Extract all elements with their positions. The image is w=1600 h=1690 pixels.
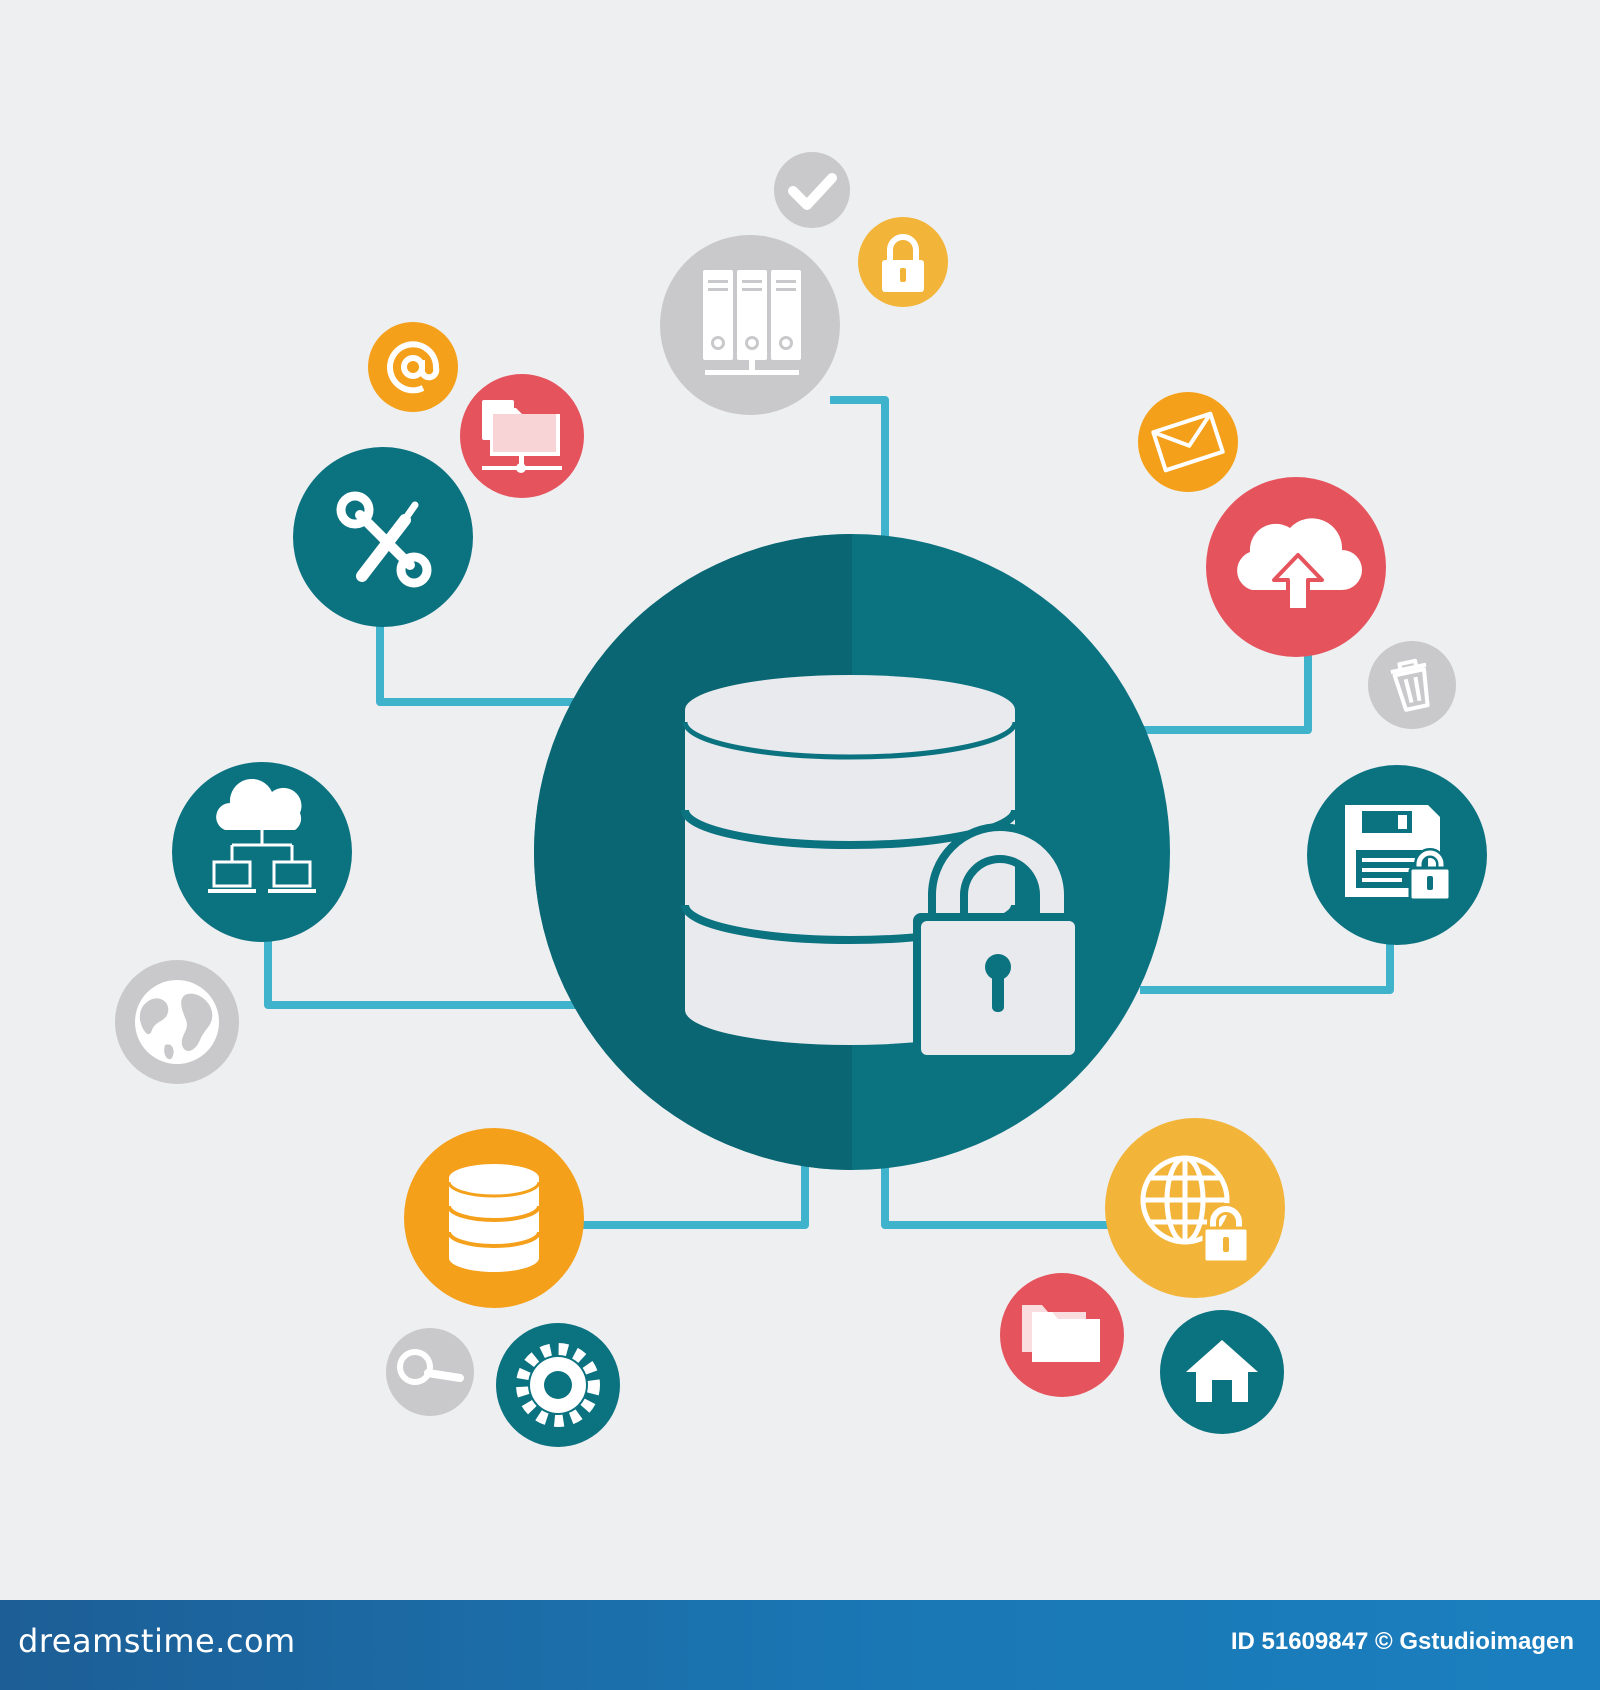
connector-server [830, 396, 889, 540]
cloud-upload-node [1206, 477, 1386, 657]
search-icon [397, 1349, 464, 1385]
check-icon [788, 173, 837, 210]
home-node [1160, 1310, 1284, 1434]
padlock-node [858, 217, 948, 307]
envelope-node [1138, 392, 1238, 492]
tools-node [293, 447, 473, 627]
search-node [386, 1328, 474, 1416]
footer-credit: ID 51609847 © Gstudioimagen [1230, 1628, 1574, 1655]
cloud-network-icon [208, 778, 316, 893]
at-sign-icon [387, 341, 440, 394]
home-icon [1186, 1340, 1258, 1402]
connector-globe-lock [881, 1160, 1108, 1229]
floppy-lock-icon [1345, 805, 1452, 902]
padlock-icon [882, 234, 924, 292]
folder-icon [1022, 1305, 1100, 1362]
database-lock-icon [681, 675, 1083, 1063]
cloud-upload-icon [1237, 518, 1362, 612]
cloud-network-node [172, 762, 352, 942]
gear-node [496, 1323, 620, 1447]
database-node [404, 1128, 584, 1308]
tools-icon [336, 491, 432, 588]
trash-icon [1390, 658, 1430, 712]
connector-tools [376, 620, 580, 706]
folder-node [1000, 1273, 1124, 1397]
gear-icon [516, 1343, 600, 1427]
globe-lock-node [1105, 1118, 1285, 1298]
check-node [774, 152, 850, 228]
server-node [660, 235, 840, 415]
network-security-illustration [115, 152, 1487, 1447]
network-folder-icon [482, 400, 562, 473]
database-icon [447, 1164, 541, 1272]
connector-cloud-network [264, 935, 580, 1009]
envelope-icon [1151, 411, 1225, 473]
globe-lock-icon [1140, 1155, 1250, 1264]
trash-node [1368, 641, 1456, 729]
globe-node [115, 960, 239, 1084]
server-rack-icon [703, 270, 801, 375]
at-sign-node [368, 322, 458, 412]
database-lock-hub [534, 534, 1170, 1170]
connector-cloud-upload [1140, 650, 1312, 734]
connector-database [580, 1160, 809, 1229]
globe-icon [135, 980, 219, 1064]
connector-lines [264, 396, 1394, 1229]
footer-brand[interactable]: dreamstime.com [18, 1622, 296, 1660]
connector-floppy [1140, 930, 1394, 994]
floppy-lock-node [1307, 765, 1487, 945]
network-folder-node [460, 374, 584, 498]
footer-bar: dreamstime.com ID 51609847 © Gstudioimag… [0, 1600, 1600, 1690]
